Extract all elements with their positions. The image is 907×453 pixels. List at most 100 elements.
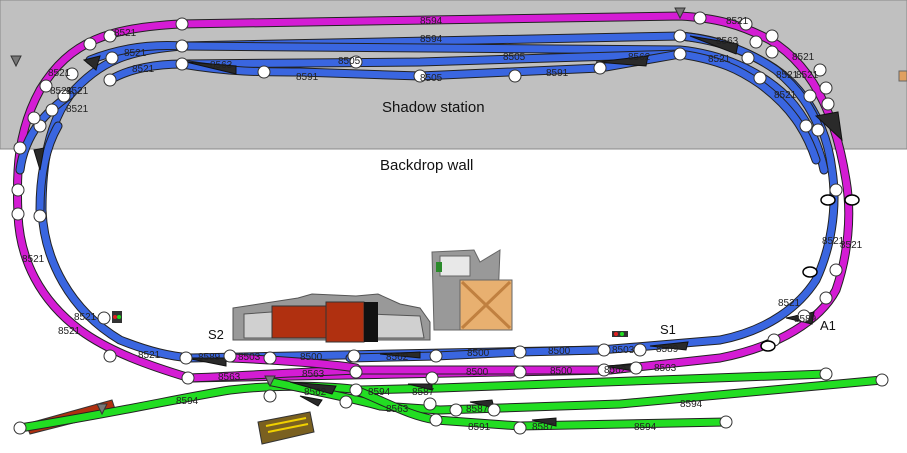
track-layer <box>12 11 887 433</box>
direction-arrow-icon <box>96 403 108 416</box>
track-node <box>487 403 501 417</box>
track-label: 8521 <box>726 16 749 27</box>
track-node <box>13 141 27 155</box>
left-crossover-2 <box>36 122 62 214</box>
track-node <box>257 65 271 79</box>
track-label: 8591 <box>468 422 491 433</box>
track-label: 8521 <box>66 104 89 115</box>
track-node <box>39 79 53 93</box>
track-label: 8563 <box>210 60 233 71</box>
track-node <box>263 351 277 365</box>
marker-s1: S1 <box>660 322 676 337</box>
switch-block <box>185 61 237 75</box>
track-label: 8503 <box>612 345 635 356</box>
track-labels: 8594 8594 8505 8505 8505 8591 8591 8563 … <box>22 16 863 433</box>
track-label: 8594 <box>680 399 703 410</box>
track-label: 8505 <box>420 73 443 84</box>
track-label: 8589 <box>794 314 817 325</box>
station-building <box>232 293 431 343</box>
track-label: 8589 <box>198 352 221 363</box>
track-node <box>45 103 59 117</box>
track-node <box>749 35 763 49</box>
track-node <box>813 63 827 77</box>
switch-block <box>299 395 323 407</box>
track-label: 8521 <box>66 86 89 97</box>
track-node <box>11 207 25 221</box>
track-node <box>829 183 843 197</box>
track-node <box>629 361 643 375</box>
track-label: 8521 <box>50 86 73 97</box>
track-label: 8521 <box>138 350 161 361</box>
track-label: 8521 <box>796 70 819 81</box>
track-node <box>799 119 813 133</box>
track-node <box>103 29 117 43</box>
track-node <box>33 209 47 223</box>
track-node <box>27 111 41 125</box>
track-label: 8562 <box>604 365 627 376</box>
track-node <box>423 397 437 411</box>
track-node <box>819 367 833 381</box>
track-node <box>175 57 189 71</box>
switch-block <box>185 357 227 367</box>
switch-block <box>689 35 739 55</box>
switch-block <box>649 341 689 351</box>
track-label: 8521 <box>708 54 731 65</box>
track-label: 8594 <box>420 16 443 27</box>
node-layer <box>11 11 889 435</box>
track-label: 8521 <box>792 52 815 63</box>
track-label: 8521 <box>22 254 45 265</box>
track-node <box>349 383 363 397</box>
track-label: 8521 <box>58 326 81 337</box>
track-node <box>753 71 767 85</box>
track-label: 8563 <box>302 369 325 380</box>
track-label: 8594 <box>176 396 199 407</box>
track-label: 8500 <box>548 346 571 357</box>
track-label: 8521 <box>776 70 799 81</box>
switch-block <box>289 381 337 395</box>
track-label: 8587 <box>466 404 489 415</box>
track-node <box>103 349 117 363</box>
isolation-marker-icon <box>760 340 776 352</box>
track-node <box>739 17 753 31</box>
track-label: 8591 <box>546 68 569 79</box>
track-label: 8562 <box>628 52 651 63</box>
track-node <box>821 97 835 111</box>
track-node <box>673 47 687 61</box>
shadow-station-title: Shadow station <box>382 99 485 116</box>
track-node <box>223 349 237 363</box>
track-node <box>513 365 527 379</box>
track-node <box>179 351 193 365</box>
track-label: 8562 <box>386 352 409 363</box>
track-node <box>103 73 117 87</box>
track-label: 8503 <box>654 363 677 374</box>
track-label: 8563 <box>386 404 409 415</box>
track-node <box>673 29 687 43</box>
track-label: 8589 <box>656 344 679 355</box>
track-label: 8521 <box>822 236 845 247</box>
track-node <box>429 413 443 427</box>
track-node <box>508 69 522 83</box>
edge-marker-icon <box>898 70 907 82</box>
track-node <box>513 421 527 435</box>
marker-a1: A1 <box>820 318 836 333</box>
track-node <box>429 349 443 363</box>
track-node <box>829 263 843 277</box>
track-label: 8521 <box>114 28 137 39</box>
track-node <box>597 343 611 357</box>
track-label: 8563 <box>218 372 241 383</box>
track-node <box>597 363 611 377</box>
track-label: 8521 <box>132 64 155 75</box>
track-label: 8594 <box>634 422 657 433</box>
track-node <box>349 55 363 69</box>
track-node <box>797 309 811 323</box>
track-node <box>819 81 833 95</box>
track-label: 8521 <box>840 240 863 251</box>
track-node <box>741 51 755 65</box>
track-node <box>719 415 733 429</box>
switch-block <box>531 417 557 427</box>
track-node <box>875 373 889 387</box>
station-inner-track <box>346 346 604 362</box>
track-label: 8591 <box>296 72 319 83</box>
track-node <box>693 11 707 25</box>
